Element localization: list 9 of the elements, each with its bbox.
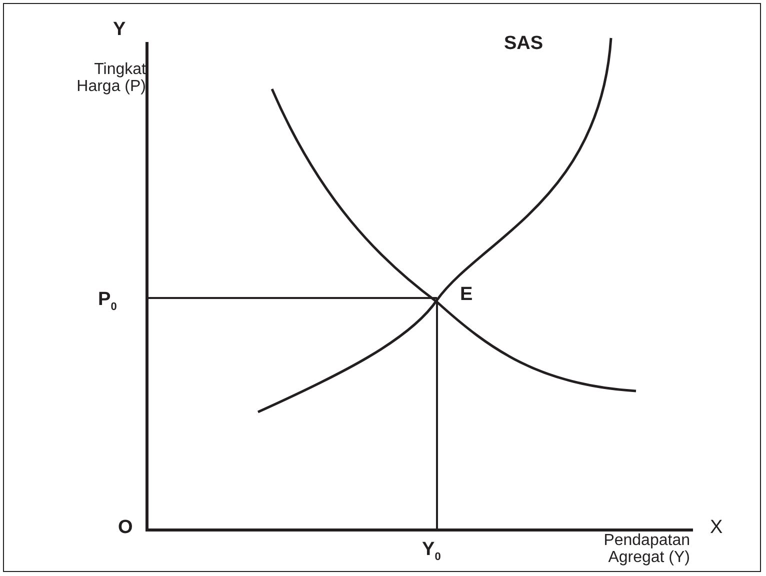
point-label: E <box>460 285 473 306</box>
axis-label: X <box>710 518 723 539</box>
curve-label: SAS <box>504 34 544 55</box>
axis-title: Tingkat Harga (P) <box>76 62 146 96</box>
origin-label: O <box>118 518 133 539</box>
axis-value: Y$_{0}$ <box>422 540 441 563</box>
axis-title: Pendapatan Agregat (Y) <box>602 533 690 567</box>
axis-label: Y <box>113 20 126 41</box>
axis-value: P$_{0}$ <box>98 290 117 313</box>
